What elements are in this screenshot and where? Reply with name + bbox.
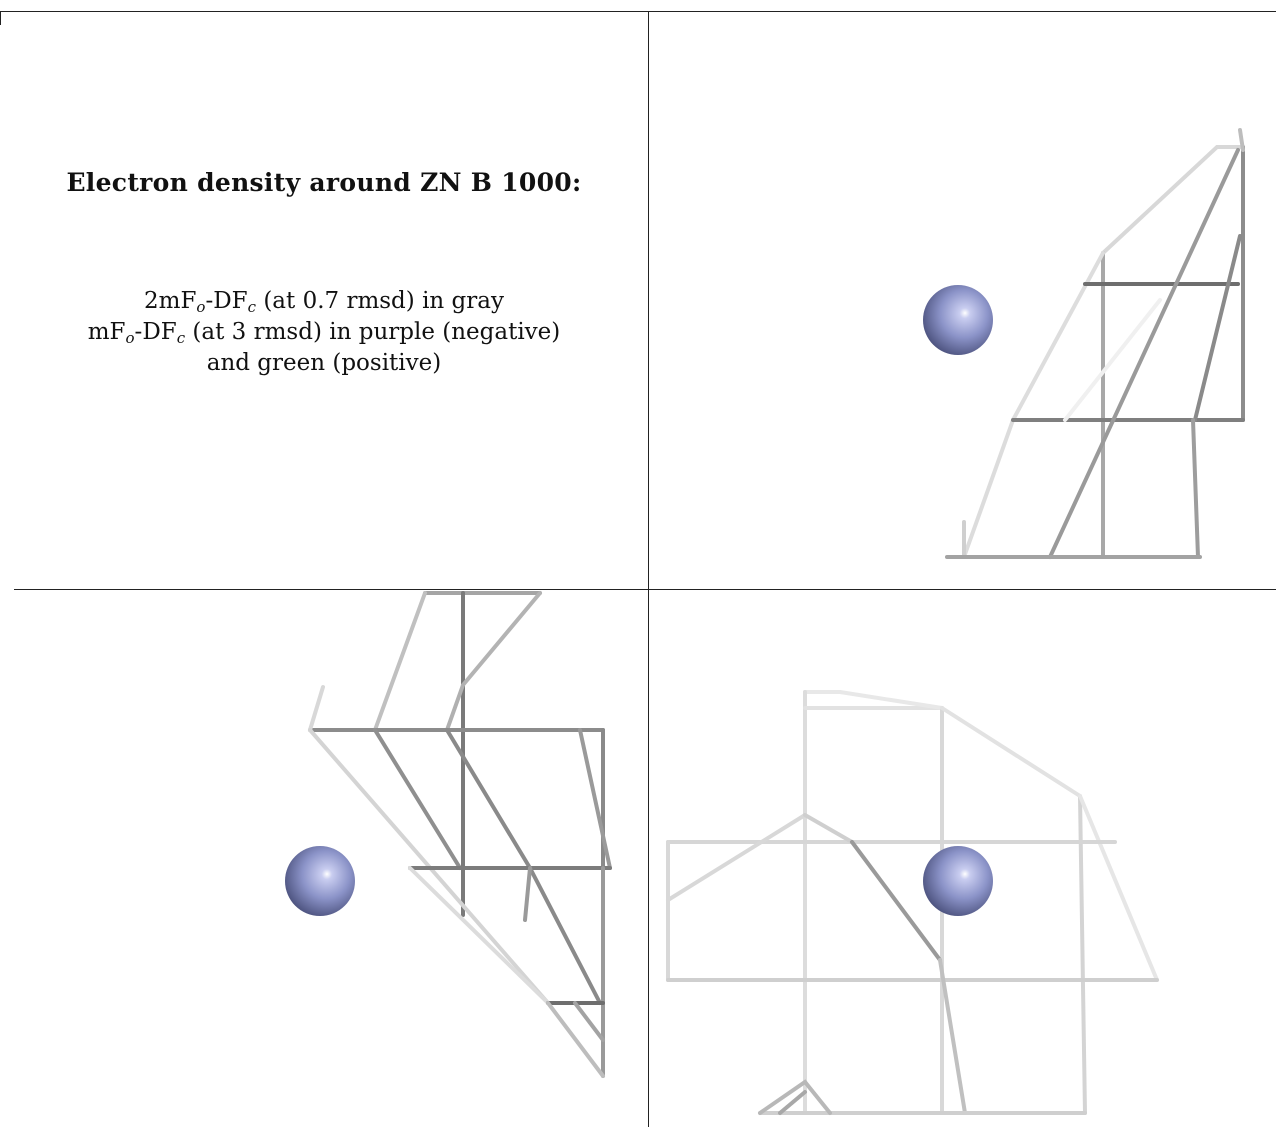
- mesh-edge: [1011, 251, 1105, 422]
- mesh-edge: [1078, 794, 1087, 1115]
- view-bottom-right: [666, 690, 1159, 1115]
- mesh-edge: [962, 418, 1015, 559]
- frame-left-tick: [0, 11, 1, 25]
- frame-vertical-divider: [648, 11, 649, 1127]
- view-bottom-left: [285, 591, 612, 1078]
- frame-top-border: [0, 11, 1276, 12]
- density-mesh: [945, 128, 1245, 559]
- frame-horizontal-divider: [14, 589, 1276, 590]
- zinc-atom-icon: [923, 285, 993, 355]
- caption-legend: 2mFo-DFc (at 0.7 rmsd) in gray mFo-DFc (…: [0, 286, 648, 379]
- caption-title: Electron density around ZN B 1000:: [66, 168, 582, 197]
- zinc-atom-icon: [923, 846, 993, 916]
- density-mesh: [666, 690, 1159, 1115]
- mesh-edge: [778, 1090, 807, 1115]
- density-mesh: [308, 591, 612, 1078]
- mesh-edge: [408, 866, 550, 1005]
- mesh-edge: [838, 690, 944, 710]
- caption-panel: Electron density around ZN B 1000: 2mFo-…: [0, 0, 648, 578]
- mesh-edge: [445, 683, 465, 732]
- mesh-edge: [666, 813, 807, 902]
- mesh-edge: [803, 813, 854, 844]
- mesh-edge: [523, 866, 532, 922]
- mesh-edge: [1193, 234, 1242, 422]
- mesh-edge: [938, 958, 967, 1115]
- mesh-edge: [1101, 145, 1245, 255]
- mesh-edge: [1191, 418, 1200, 559]
- mesh-edge: [445, 728, 532, 870]
- mesh-edge: [308, 685, 325, 732]
- mesh-edge: [1063, 298, 1162, 422]
- zinc-atom-icon: [285, 846, 355, 916]
- legend-line-fofc: mFo-DFc (at 3 rmsd) in purple (negative): [87, 319, 561, 347]
- mesh-edge: [461, 591, 542, 687]
- mesh-edge: [528, 866, 602, 1005]
- mesh-edge: [373, 728, 462, 870]
- mesh-edge: [1238, 128, 1245, 152]
- mesh-edge: [1078, 794, 1159, 982]
- legend-line-colors: and green (positive): [206, 350, 442, 376]
- mesh-edge: [573, 1001, 605, 1042]
- mesh-edge: [578, 728, 612, 870]
- view-top-right: [923, 128, 1245, 559]
- mesh-edge: [1048, 148, 1240, 559]
- mesh-edge: [758, 1079, 832, 1115]
- mesh-edge: [373, 591, 427, 732]
- mesh-edge: [940, 706, 1082, 798]
- mesh-edge: [546, 1001, 605, 1078]
- legend-line-2fofc: 2mFo-DFc (at 0.7 rmsd) in gray: [144, 288, 504, 316]
- mesh-edge: [850, 840, 942, 962]
